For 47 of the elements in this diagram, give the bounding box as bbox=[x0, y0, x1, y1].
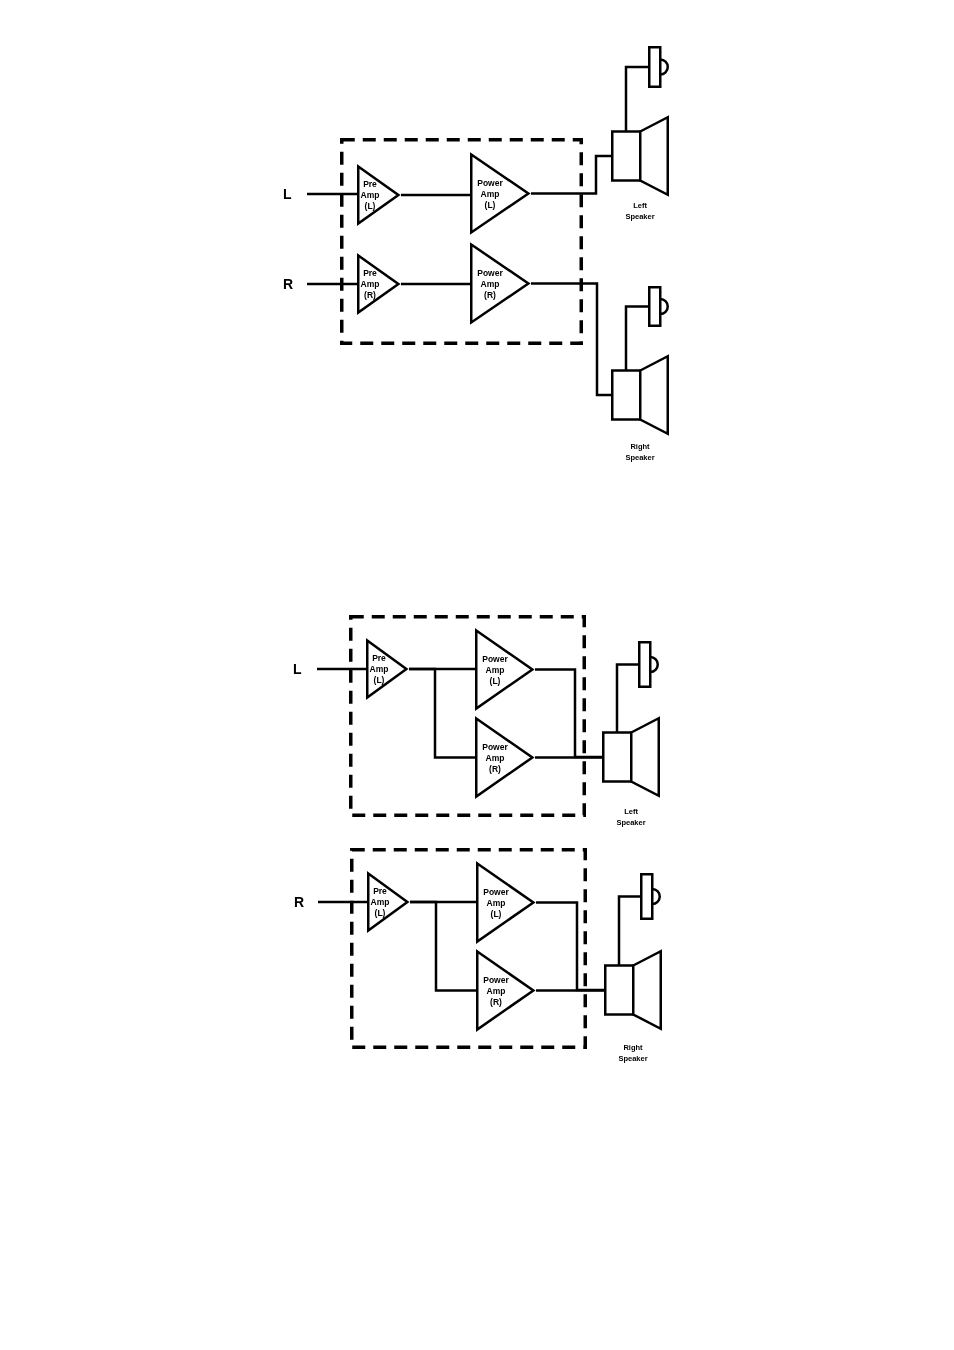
amplifier-label: Pre Amp (L) bbox=[368, 652, 390, 686]
channel-label: L bbox=[283, 185, 292, 203]
amplifier-triangle bbox=[476, 950, 536, 1031]
wire bbox=[410, 900, 476, 992]
wire bbox=[624, 65, 648, 132]
amplifier-label: Power Amp (R) bbox=[481, 741, 509, 774]
channel-label: R bbox=[294, 893, 305, 911]
amplifier-triangle bbox=[367, 872, 410, 932]
wire bbox=[401, 193, 470, 197]
dashed-enclosure bbox=[340, 138, 583, 345]
amplifier-label: Power Amp (R) bbox=[482, 974, 510, 1007]
dashed-enclosure bbox=[349, 615, 586, 817]
tweeter-symbol bbox=[638, 641, 659, 688]
amplifier-triangle bbox=[470, 243, 531, 324]
dashed-enclosure bbox=[350, 848, 587, 1049]
amplifier-label: Pre Amp (R) bbox=[359, 267, 381, 301]
amplifier-label: Pre Amp (L) bbox=[369, 885, 391, 919]
amplifier-label: Pre Amp (L) bbox=[359, 178, 381, 212]
amplifier-triangle bbox=[475, 629, 535, 710]
amplifier-triangle bbox=[470, 153, 531, 234]
amplifier-label: Power Amp (R) bbox=[476, 267, 504, 300]
wire bbox=[617, 895, 640, 966]
tweeter-symbol bbox=[648, 46, 669, 88]
channel-label: L bbox=[293, 660, 302, 678]
wire bbox=[317, 667, 366, 671]
amplifier-triangle bbox=[366, 639, 409, 699]
wire bbox=[615, 663, 638, 733]
amplifier-triangle bbox=[357, 165, 401, 225]
tweeter-symbol bbox=[640, 873, 661, 920]
channel-label: R bbox=[283, 275, 294, 293]
wire bbox=[531, 282, 611, 397]
wire bbox=[624, 305, 648, 371]
amplifier-label: Power Amp (L) bbox=[476, 177, 504, 210]
wire bbox=[531, 154, 611, 195]
wire bbox=[535, 756, 602, 759]
wire bbox=[307, 192, 357, 196]
wire bbox=[307, 282, 357, 286]
amplifier-label: Power Amp (L) bbox=[482, 886, 510, 919]
tweeter-symbol bbox=[648, 286, 669, 327]
amplifier-triangle bbox=[476, 862, 536, 943]
wire bbox=[318, 900, 367, 904]
amplifier-label: Power Amp (L) bbox=[481, 653, 509, 686]
wire bbox=[409, 667, 475, 759]
wire bbox=[536, 989, 604, 992]
amplifier-triangle bbox=[357, 254, 401, 314]
wire bbox=[401, 282, 470, 286]
amplifier-triangle bbox=[475, 717, 535, 798]
